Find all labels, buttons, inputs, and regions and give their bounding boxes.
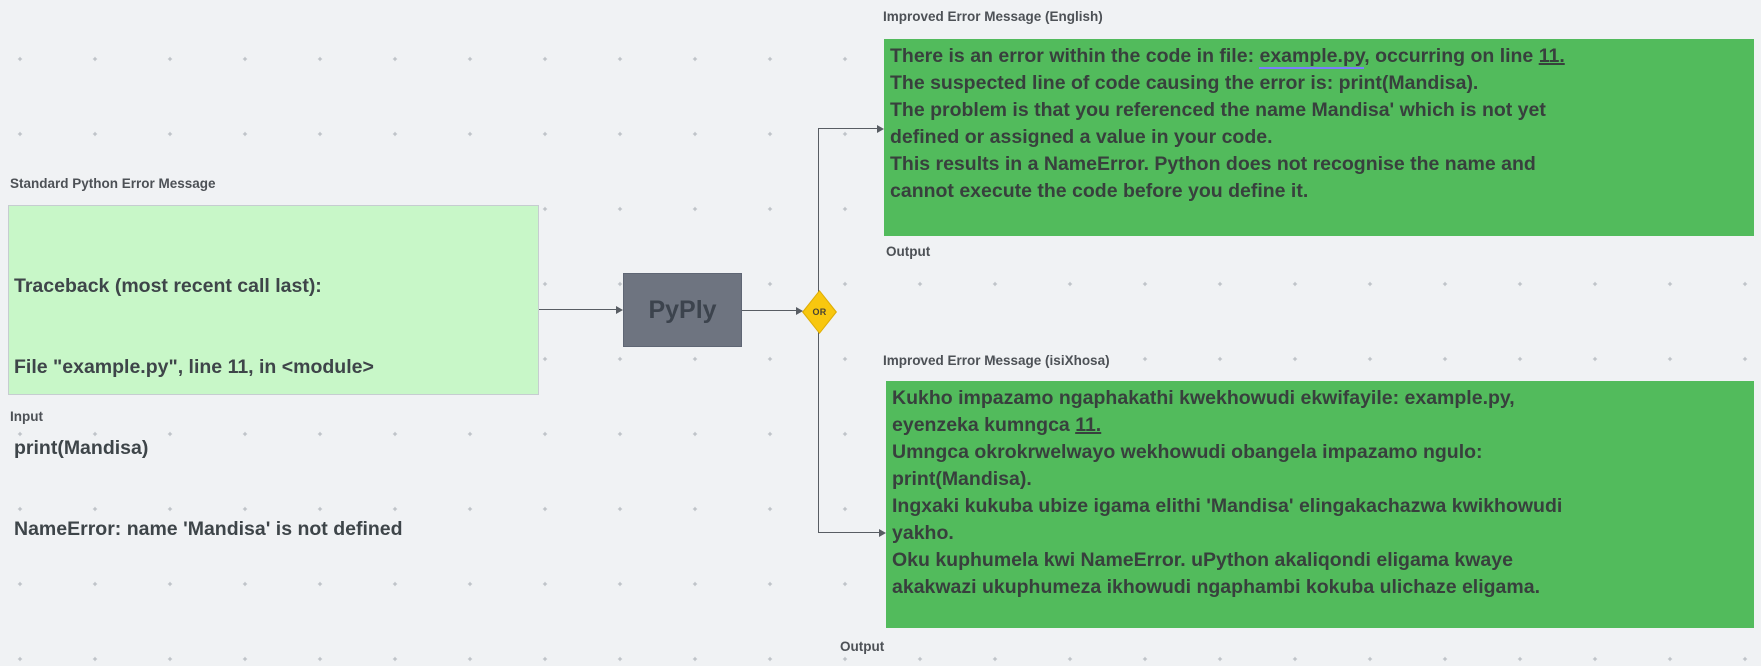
label-improved-english: Improved Error Message (English) [883, 9, 1103, 24]
english-line1-pre: There is an error within the code in fil… [890, 45, 1260, 67]
arrow-head [796, 306, 803, 315]
arrow-head [879, 528, 886, 537]
node-python-error-message[interactable]: Traceback (most recent call last): File … [8, 205, 539, 540]
or-gate-face: OR [803, 291, 836, 333]
connector-input-to-pyply[interactable] [539, 309, 617, 310]
file-name-link: example.py [1259, 45, 1365, 69]
xhosa-line: Ingxaki kukuba ubize igama elithi 'Mandi… [892, 495, 1563, 517]
xhosa-line: yakho. [892, 522, 954, 544]
xhosa-line: Kukho impazamo ngaphakathi kwekhowudi ek… [892, 387, 1515, 409]
label-standard-python-error: Standard Python Error Message [10, 176, 216, 191]
arrow-head [877, 124, 884, 133]
xhosa-line: Umngca okrokrwelwayo wekhowudi obangela … [892, 441, 1483, 463]
english-line: defined or assigned a value in your code… [890, 126, 1273, 148]
english-line: There is an error within the code in fil… [890, 43, 1748, 70]
traceback-line: NameError: name 'Mandisa' is not defined [14, 518, 403, 540]
traceback-line: Traceback (most recent call last): [14, 275, 322, 297]
connector-or-to-xhosa[interactable] [818, 532, 879, 533]
line-number: 11. [1075, 414, 1102, 436]
connector-pyply-to-or[interactable] [742, 310, 796, 311]
node-pyply[interactable]: PyPly [623, 273, 742, 347]
pyply-label: PyPly [648, 295, 717, 324]
english-line: The problem is that you referenced the n… [890, 99, 1546, 121]
english-line: The suspected line of code causing the e… [890, 72, 1479, 94]
xhosa-line: Oku kuphumela kwi NameError. uPython aka… [892, 549, 1513, 571]
xhosa-line: print(Mandisa). [892, 468, 1032, 490]
traceback-line: File "example.py", line 11, in <module> [14, 356, 374, 378]
arrow-head [616, 305, 623, 314]
connector-or-to-english[interactable] [818, 128, 877, 129]
label-output-english: Output [886, 244, 931, 259]
node-xhosa-output[interactable]: Kukho impazamo ngaphakathi kwekhowudi ek… [886, 381, 1754, 628]
or-gate-label: OR [812, 307, 827, 317]
xhosa-line: eyenzeka kumngca 11. [892, 412, 1748, 439]
xhosa-line2-pre: eyenzeka kumngca [892, 414, 1076, 436]
traceback-line: print(Mandisa) [14, 437, 149, 459]
english-line: This results in a NameError. Python does… [890, 153, 1536, 175]
label-input: Input [10, 409, 43, 424]
line-number: 11. [1538, 45, 1565, 67]
node-english-output[interactable]: There is an error within the code in fil… [884, 39, 1754, 236]
label-output-xhosa: Output [840, 639, 885, 654]
english-line1-mid: , occurring on line [1364, 45, 1539, 67]
english-line: cannot execute the code before you defin… [890, 180, 1309, 202]
node-or-gate[interactable]: OR [802, 290, 837, 334]
xhosa-line: akakwazi ukuphumeza ikhowudi ngaphambi k… [892, 576, 1540, 598]
label-improved-xhosa: Improved Error Message (isiXhosa) [883, 353, 1110, 368]
